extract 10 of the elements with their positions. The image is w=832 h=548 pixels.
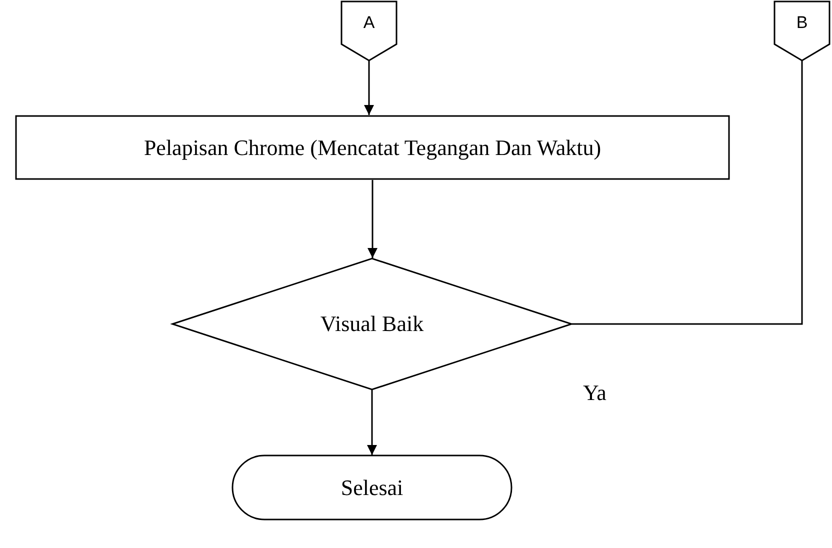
arrow — [364, 61, 374, 115]
arrow — [367, 390, 377, 455]
branch-label: Ya — [583, 380, 606, 406]
node-label: Visual Baik — [320, 311, 424, 337]
arrow — [368, 180, 378, 258]
node-label: Selesai — [340, 474, 404, 500]
node-label: B — [796, 13, 808, 33]
node-label: Pelapisan Chrome (Mencatat Tegangan Dan Waktu) — [144, 134, 602, 160]
node-label: A — [363, 13, 375, 33]
connector-line — [572, 61, 803, 325]
